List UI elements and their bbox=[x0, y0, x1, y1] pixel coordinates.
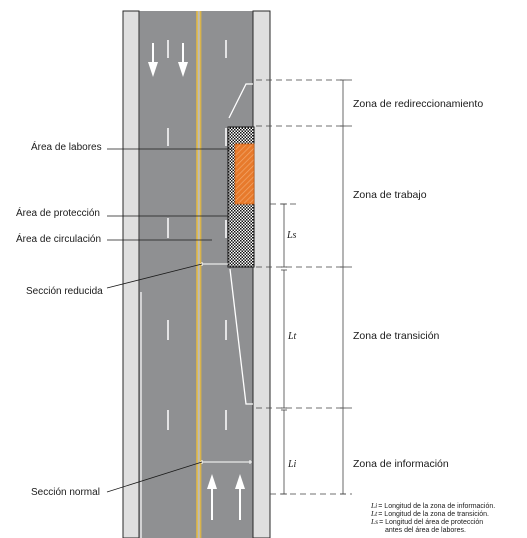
right-shoulder bbox=[252, 10, 271, 538]
arrow-down-icon bbox=[148, 43, 158, 77]
leader-lines bbox=[106, 148, 232, 493]
lane-shift-lines bbox=[228, 83, 253, 405]
asphalt-right-lanes bbox=[200, 11, 253, 538]
road bbox=[122, 10, 271, 538]
work-zone-block bbox=[227, 126, 255, 268]
zone-redirection-label: Zona de redireccionamiento bbox=[353, 98, 483, 110]
legend-item: Lt= Longitud de la zona de transición. bbox=[370, 509, 489, 518]
zone-dimension-lines bbox=[340, 79, 346, 495]
normal-section-label: Sección normal bbox=[31, 487, 100, 498]
zone-information-label: Zona de información bbox=[353, 458, 449, 470]
legend-item: Ls= Longitud del área de protección bbox=[370, 517, 483, 526]
arrow-up-icon bbox=[207, 474, 217, 520]
zone-transition-label: Zona de transición bbox=[353, 330, 440, 342]
zone-boundaries bbox=[256, 79, 352, 495]
work-area-label: Área de labores bbox=[31, 140, 102, 153]
li-measure: Li bbox=[287, 459, 297, 470]
circulation-area-label: Área de circulación bbox=[16, 232, 101, 245]
legend-item-continuation: antes del área de labores. bbox=[385, 527, 466, 534]
legend: Li= Longitud de la zona de información. … bbox=[370, 501, 495, 534]
arrow-down-icon bbox=[178, 43, 188, 77]
lt-measure: Lt bbox=[287, 331, 297, 342]
lane-dashes bbox=[167, 40, 227, 430]
asphalt-left-lanes bbox=[139, 11, 197, 538]
legend-item: Li= Longitud de la zona de información. bbox=[370, 501, 495, 510]
left-shoulder bbox=[122, 10, 140, 538]
arrow-up-icon bbox=[235, 474, 245, 520]
zone-work-label: Zona de trabajo bbox=[353, 189, 427, 201]
protection-area-label: Área de protección bbox=[16, 206, 100, 219]
work-area bbox=[234, 143, 255, 205]
length-dimension-lines bbox=[281, 203, 287, 495]
reduced-section-label: Sección reducida bbox=[26, 286, 103, 297]
ls-measure: Ls bbox=[286, 230, 297, 241]
